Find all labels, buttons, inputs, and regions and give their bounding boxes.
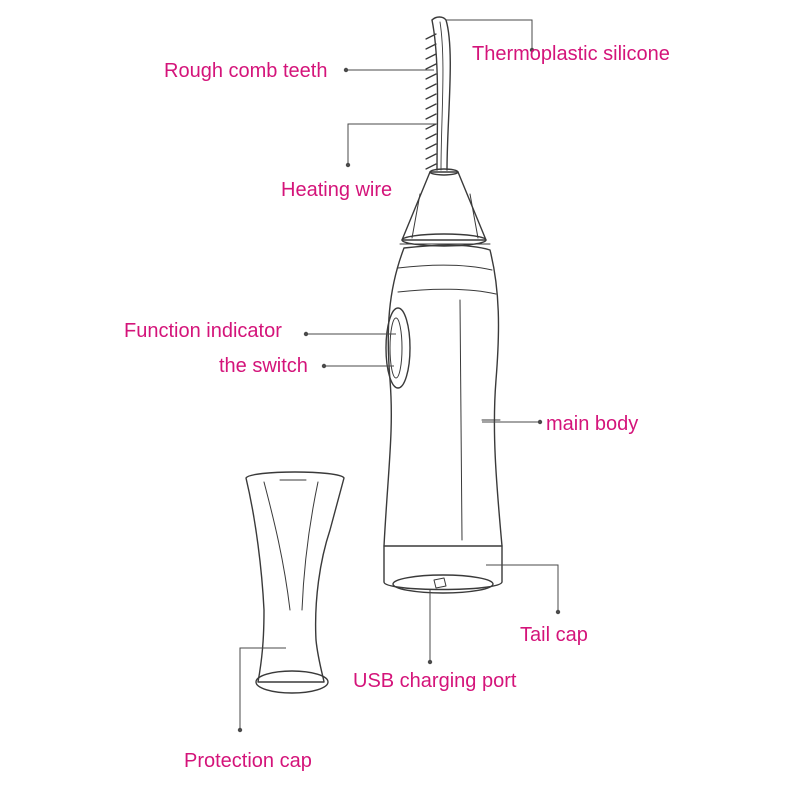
leader-heating-wire — [347, 123, 436, 165]
label-protection-cap: Protection cap — [184, 750, 312, 772]
label-rough-comb-teeth: Rough comb teeth — [164, 60, 328, 82]
comb-teeth — [425, 33, 437, 170]
heating-head — [399, 168, 491, 247]
tail-cap — [383, 545, 503, 594]
leader-thermoplastic-silicone — [446, 19, 533, 50]
label-thermoplastic-silicone: Thermoplastic silicone — [472, 43, 670, 65]
label-the-switch: the switch — [219, 355, 308, 377]
leader-protection-cap — [239, 647, 286, 730]
label-main-body: main body — [546, 413, 639, 435]
protection-cap — [245, 471, 345, 694]
main-body — [383, 244, 503, 547]
label-heating-wire: Heating wire — [281, 179, 393, 201]
leader-tail-cap — [486, 564, 559, 612]
comb-arm — [431, 16, 451, 171]
label-function-indicator: Function indicator — [124, 320, 282, 342]
switch-button — [385, 307, 411, 389]
label-usb-charging-port: USB charging port — [353, 670, 517, 692]
label-tail-cap: Tail cap — [520, 624, 588, 646]
